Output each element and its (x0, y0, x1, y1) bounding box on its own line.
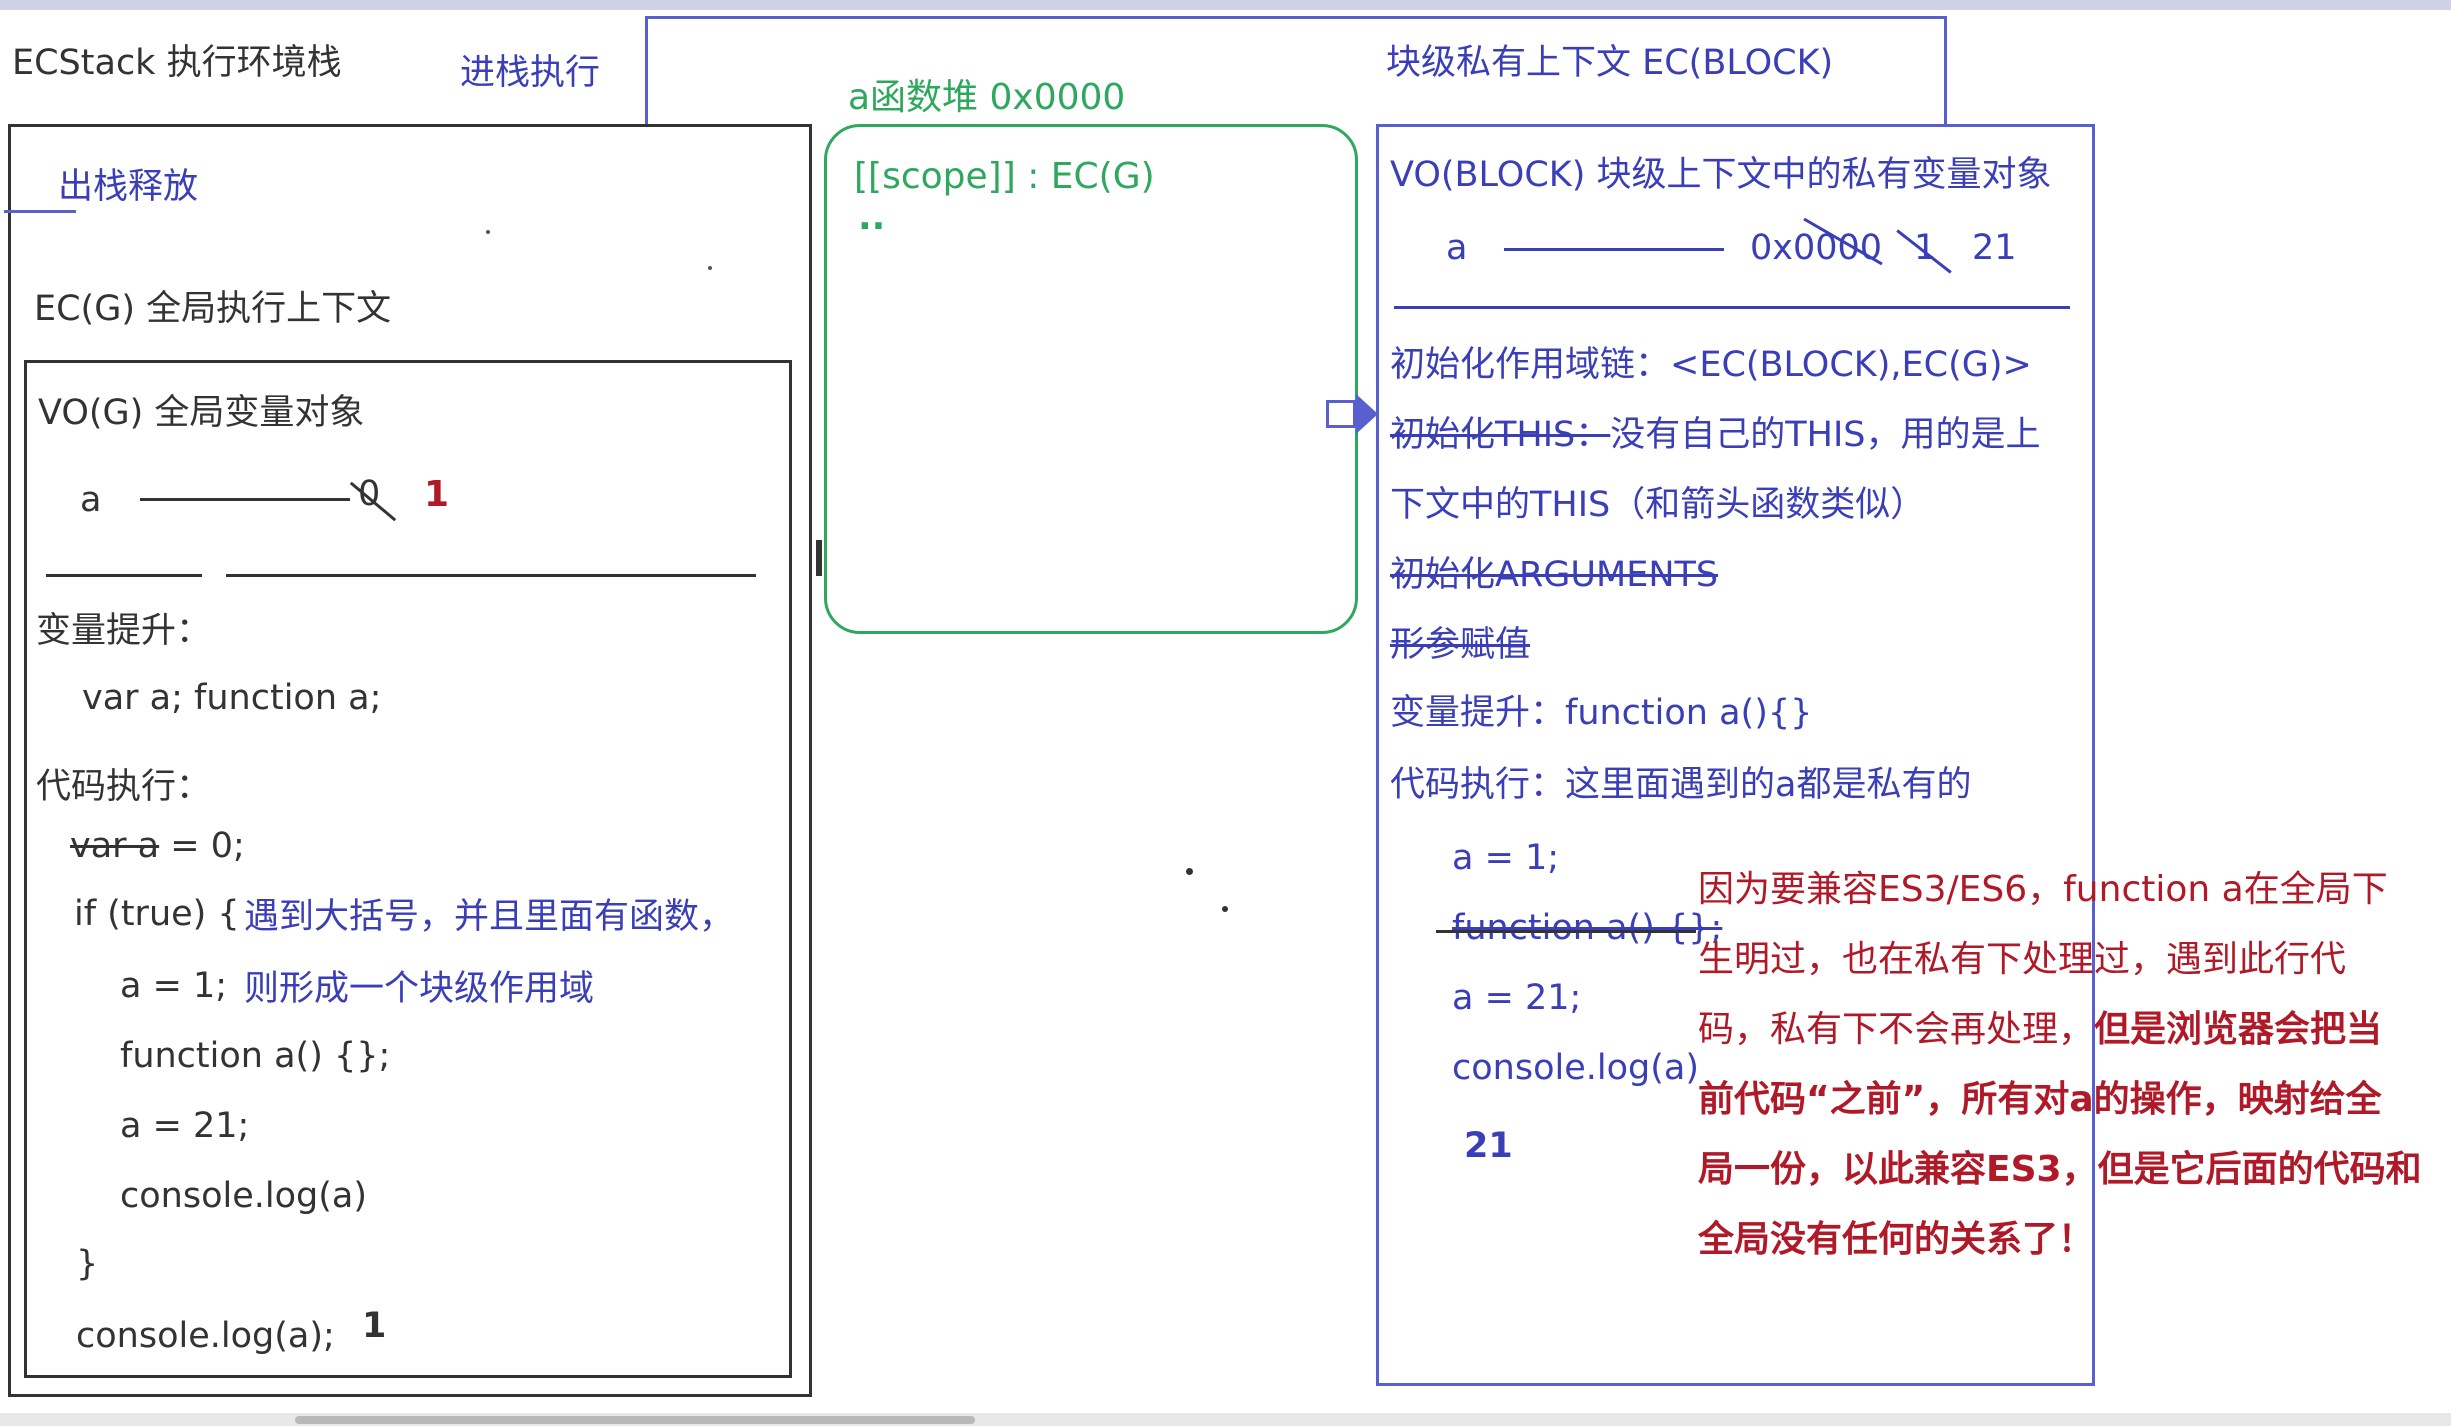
global-code-line8: console.log(a); (76, 1316, 335, 1356)
heap-connector-arrow (1326, 400, 1356, 428)
global-hoist-title: 变量提升： (36, 611, 212, 651)
block-arguments: 初始化ARGUMENTS (1390, 555, 1719, 595)
block-code2: function a() {}; (1452, 908, 1723, 948)
block-this-cont: 下文中的THIS（和箭头函数类似） (1390, 485, 1926, 525)
global-a-arrow (140, 498, 350, 501)
scrollbar-thumb[interactable] (295, 1416, 975, 1424)
global-hoist-code: var a; function a; (82, 678, 382, 718)
ecstack-box (8, 124, 812, 1397)
global-a-new-value: 1 (424, 474, 450, 515)
note-line2: 生明过，也在私有下处理过，遇到此行代 (1698, 939, 2347, 980)
global-exec-title: 代码执行： (36, 767, 212, 807)
heap-connector-left (816, 540, 822, 576)
stray-dot (708, 266, 712, 270)
voblock-title: VO(BLOCK) 块级上下文中的私有变量对象 (1390, 155, 2052, 195)
heap-dots: ·· (858, 206, 886, 247)
note-line6: 全局没有任何的关系了！ (1698, 1219, 2095, 1260)
block-code2-strike-line (1436, 930, 1696, 933)
global-code-line7: } (76, 1244, 99, 1284)
block-title: 块级私有上下文 EC(BLOCK) (1386, 43, 1834, 83)
separator-line-right (226, 574, 756, 577)
pop-arrow-line (4, 210, 76, 213)
block-a-addr: 0x0000 (1750, 228, 1883, 268)
stray-dot (1186, 868, 1193, 875)
global-var-a: a (80, 480, 102, 520)
block-code1: a = 1; (1452, 838, 1560, 878)
vog-box (24, 360, 792, 1378)
block-var-a: a (1446, 228, 1468, 268)
block-params: 形参赋值 (1390, 625, 1531, 665)
ecstack-label: ECStack 执行环境栈 (12, 43, 342, 83)
pop-release-label: 出栈释放 (58, 167, 199, 207)
block-a-v2: 21 (1972, 228, 2017, 268)
struck-var-a: var a (70, 826, 160, 866)
stray-dot (486, 230, 490, 234)
global-note-brace: 遇到大括号，并且里面有函数， (244, 897, 735, 937)
block-scope-chain: 初始化作用域链：<EC(BLOCK),EC(G)> (1390, 345, 2032, 385)
global-code-line2: if (true) { (74, 894, 240, 934)
global-console-result: 1 (362, 1306, 387, 1346)
heap-box (824, 124, 1358, 634)
block-code3: a = 21; (1452, 978, 1582, 1018)
block-hoist: 变量提升：function a(){} (1390, 693, 1813, 733)
global-note-block-scope: 则形成一个块级作用域 (244, 969, 595, 1009)
note-line4: 前代码“之前”，所有对a的操作，映射给全 (1698, 1079, 2382, 1120)
note-line3: 码，私有下不会再处理，但是浏览器会把当 (1698, 1009, 2383, 1050)
arrow-head-icon (1356, 394, 1378, 434)
vog-title: VO(G) 全局变量对象 (38, 393, 365, 433)
global-code-line6: console.log(a) (120, 1176, 367, 1216)
stray-dot (1222, 906, 1228, 912)
heap-scope: [[scope]] : EC(G) (854, 156, 1155, 197)
note-line1: 因为要兼容ES3/ES6，function a在全局下 (1698, 869, 2388, 910)
block-code4: console.log(a) (1452, 1048, 1699, 1088)
note-line5: 局一份，以此兼容ES3，但是它后面的代码和 (1698, 1149, 2422, 1190)
block-separator (1394, 306, 2070, 309)
separator-line-left (46, 574, 202, 577)
push-bracket (645, 16, 1947, 126)
window-top-bar (0, 0, 2451, 10)
push-exec-label: 进栈执行 (460, 53, 601, 93)
global-code-line3: a = 1; (120, 966, 228, 1006)
global-code-line4: function a() {}; (120, 1036, 391, 1076)
block-this: 初始化THIS：没有自己的THIS，用的是上 (1390, 415, 2041, 455)
block-box (1376, 124, 2095, 1386)
block-a-arrow (1504, 248, 1724, 251)
block-result: 21 (1464, 1126, 1513, 1166)
block-exec: 代码执行：这里面遇到的a都是私有的 (1390, 765, 1972, 805)
global-code-line1: var a = 0; (70, 826, 245, 866)
heap-title: a函数堆 0x0000 (848, 77, 1126, 118)
global-code-line5: a = 21; (120, 1106, 250, 1146)
ecg-title: EC(G) 全局执行上下文 (34, 289, 392, 329)
